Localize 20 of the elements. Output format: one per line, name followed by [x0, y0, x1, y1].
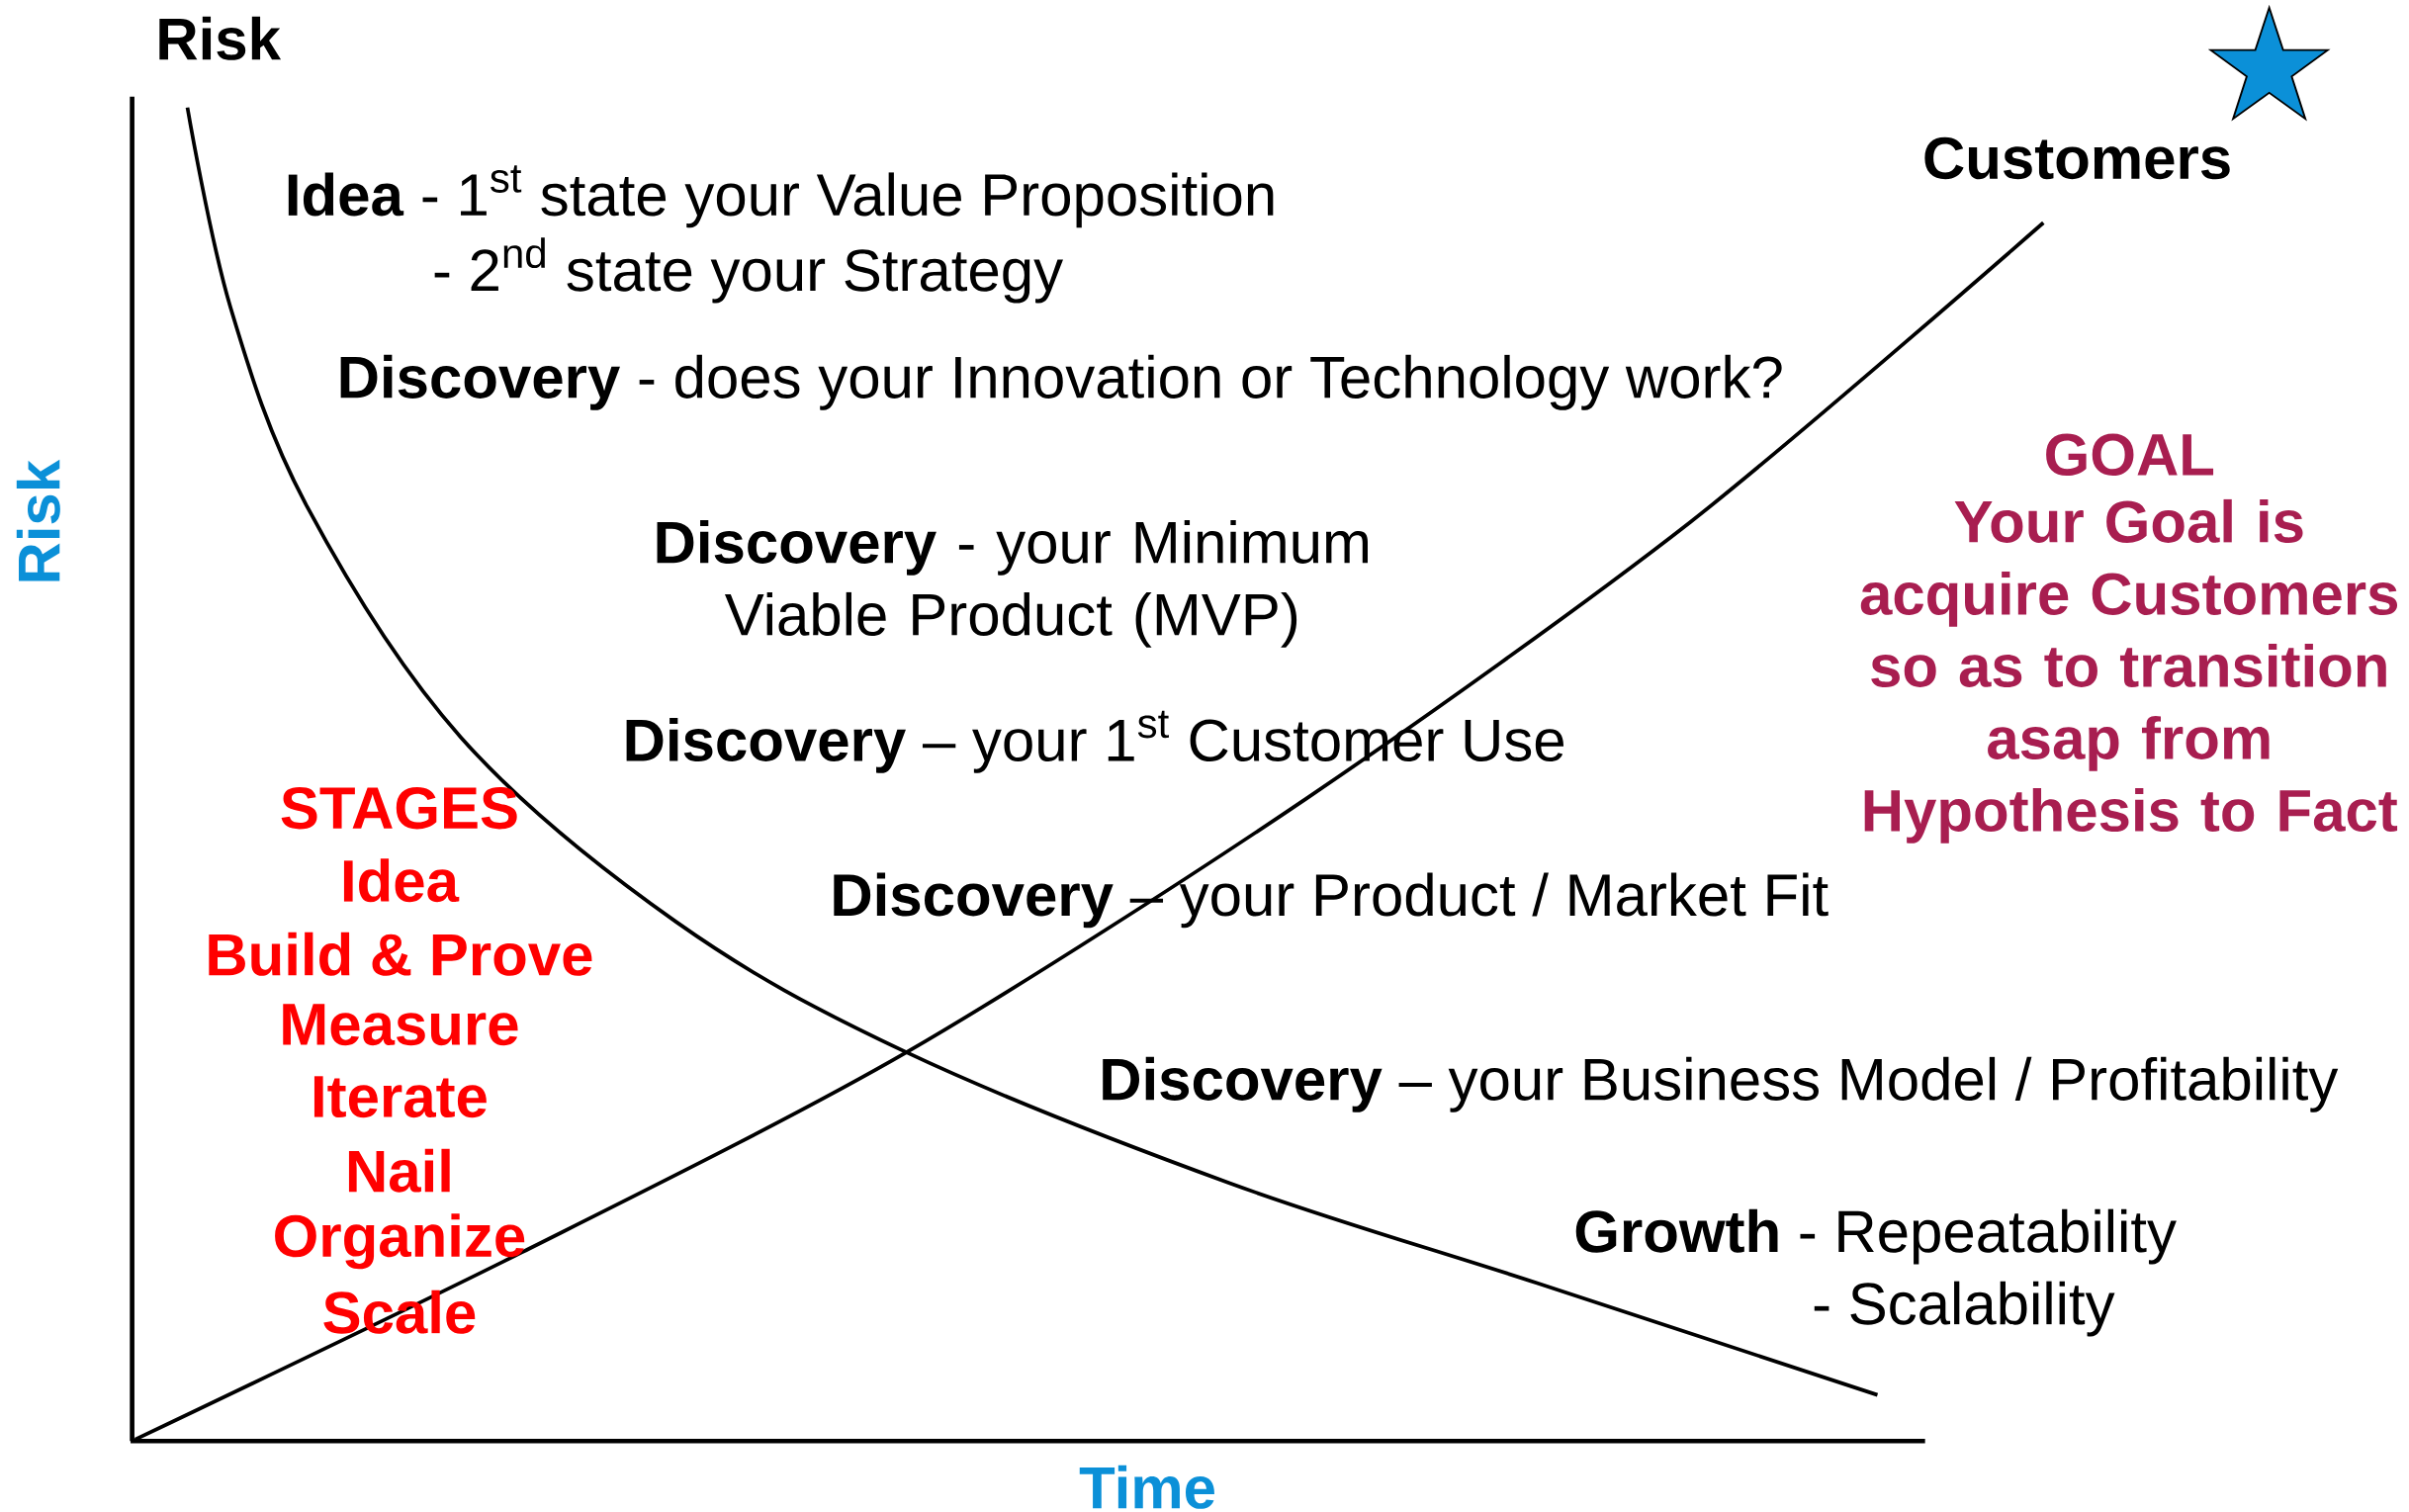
axis-label: Time: [1079, 1465, 1214, 1509]
axis-label: Risk: [159, 16, 282, 60]
stage-name: Organize: [275, 1213, 525, 1270]
stage-text: Idea - 1$^{st}$ state your Value Proposition: [288, 165, 1274, 228]
stage-text: Discovery - your Minimum Viable Product (MVP): [657, 520, 1368, 648]
curve-label: Customers: [1924, 136, 2230, 180]
stage-name: Idea: [343, 858, 460, 903]
stage-text: Discovery - does your Innovation or Technology work?: [340, 355, 1782, 410]
stage-text: Discovery – your Business Model / Profitability: [1103, 1057, 2339, 1112]
stage-name: Build & Prove: [209, 932, 592, 976]
goal-text: Your Goal is acquire Customers so as to transition asap from Hypothesis to Fact: [1860, 499, 2398, 844]
stage-text: - 2$^{nd}$ state your Strategy: [434, 237, 1063, 304]
goal-heading: GOAL: [2046, 433, 2214, 477]
stage-name: Nail: [348, 1148, 450, 1193]
stage-name: STAGES: [281, 787, 517, 830]
stage-name: Measure: [283, 1004, 518, 1046]
stage-text: Growth - Repeatability: [1575, 1208, 2177, 1265]
stage-text: - Scalability: [1814, 1281, 2115, 1337]
stage-name: Iterate: [313, 1076, 487, 1118]
axis-label: Risk: [16, 459, 60, 581]
